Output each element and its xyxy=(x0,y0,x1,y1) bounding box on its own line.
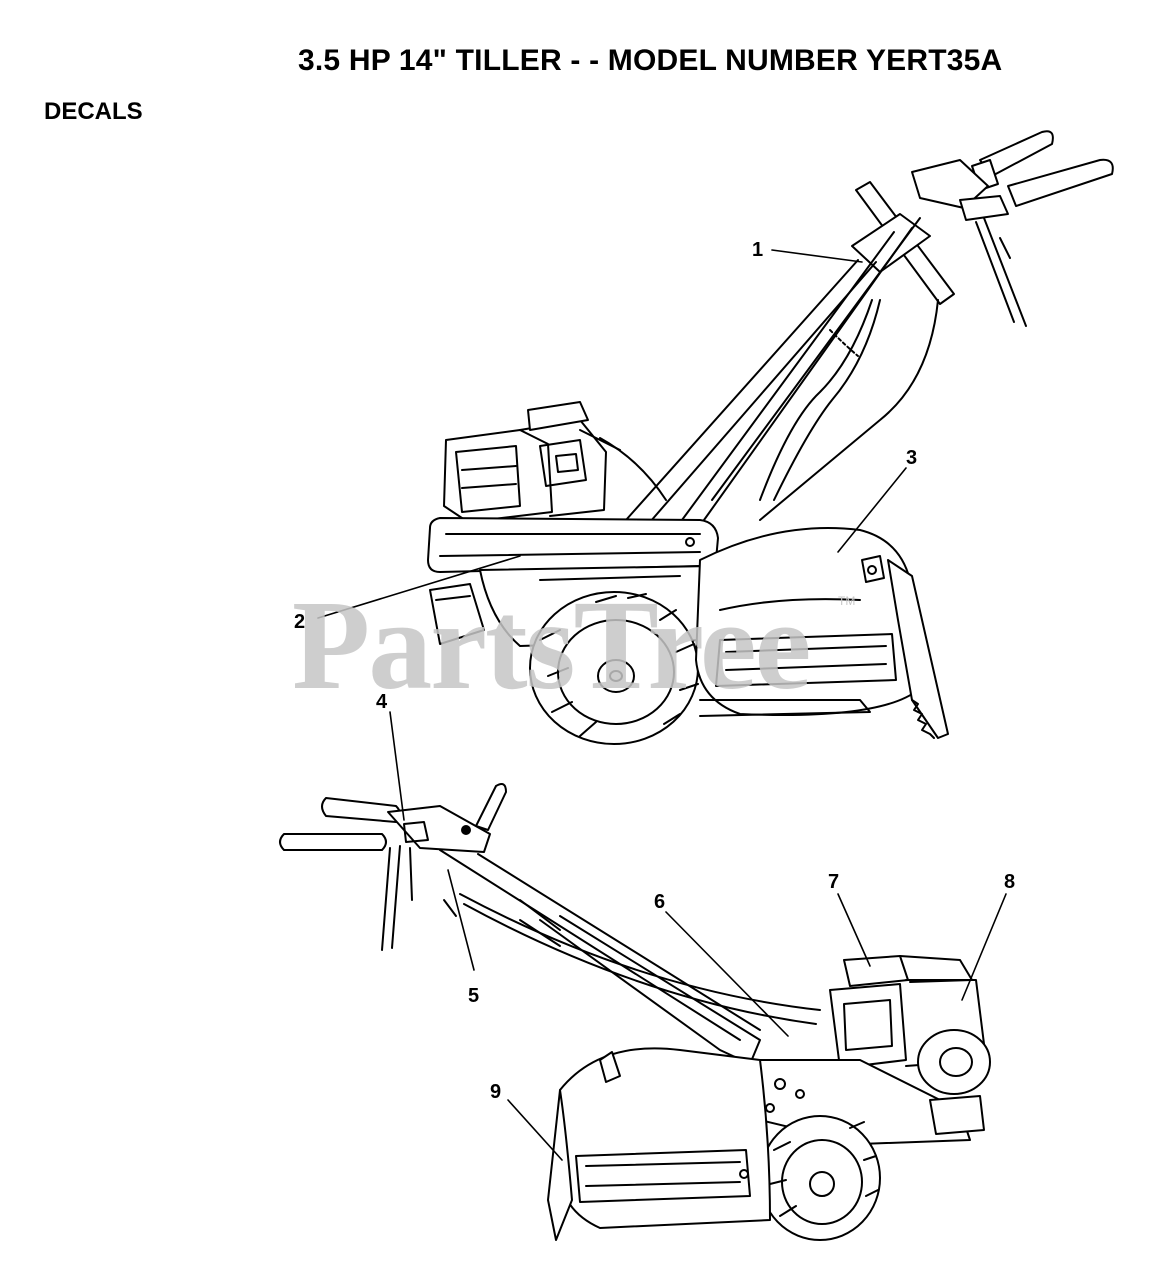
callout-3: 3 xyxy=(906,447,917,469)
callout-8: 8 xyxy=(1004,871,1015,893)
callout-1: 1 xyxy=(752,239,763,261)
callout-5: 5 xyxy=(468,985,479,1007)
callout-4: 4 xyxy=(376,691,388,713)
page-title: 3.5 HP 14" TILLER - - MODEL NUMBER YERT3… xyxy=(298,44,1003,77)
callout-leaders xyxy=(317,249,1007,1161)
callout-2: 2 xyxy=(294,611,305,633)
tiller-top-view xyxy=(427,130,1114,745)
tiller-bottom-view xyxy=(279,783,991,1241)
callout-6: 6 xyxy=(654,891,665,913)
callout-9: 9 xyxy=(490,1081,501,1103)
section-title: DECALS xyxy=(44,98,143,125)
callout-7: 7 xyxy=(828,871,839,893)
